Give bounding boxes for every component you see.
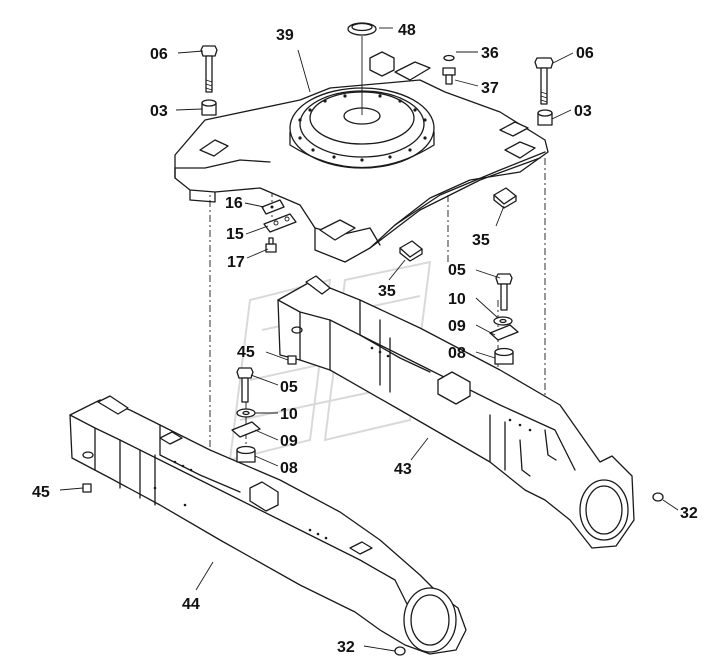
frame-43-holes <box>370 346 532 432</box>
callout-10-left: 10 <box>280 406 298 423</box>
callout-09-left: 09 <box>280 433 298 450</box>
plate-16 <box>261 199 285 215</box>
pin-45-upper <box>287 355 297 365</box>
callout-36: 36 <box>481 45 499 62</box>
plug-32-right <box>652 492 664 502</box>
frame-44-holes <box>153 460 328 540</box>
upper-frame-39 <box>174 51 549 263</box>
callout-43: 43 <box>394 461 412 478</box>
plug-32-lower <box>394 646 406 656</box>
callout-06-left: 06 <box>150 46 168 63</box>
callout-08-right: 08 <box>448 345 466 362</box>
callout-32-lower: 32 <box>337 639 355 656</box>
callout-03-left: 03 <box>150 103 168 120</box>
spacer-08-right <box>494 347 514 365</box>
callout-17: 17 <box>227 254 245 271</box>
callout-06-right: 06 <box>576 45 594 62</box>
plate-15 <box>263 213 297 233</box>
bolt-06-right <box>534 57 554 105</box>
callout-03-right: 03 <box>574 103 592 120</box>
callout-10-right: 10 <box>448 291 466 308</box>
washer-36 <box>443 54 455 62</box>
bolt-06-left <box>200 45 218 93</box>
callout-16: 16 <box>225 195 243 212</box>
callout-45-lower: 45 <box>32 484 50 501</box>
callout-39: 39 <box>276 27 294 44</box>
callout-45-upper: 45 <box>237 344 255 361</box>
callout-labels: 06 03 39 48 36 37 06 03 16 15 17 35 35 0… <box>32 22 698 656</box>
bolt-05-right <box>495 273 513 311</box>
callout-09-right: 09 <box>448 318 466 335</box>
stopper-35-mid <box>399 240 423 262</box>
callout-05-left: 05 <box>280 379 298 396</box>
leader-lines <box>59 27 679 652</box>
callout-35-right: 35 <box>472 232 490 249</box>
seal-cap-48 <box>347 22 377 115</box>
track-frame-44 <box>69 395 467 655</box>
nut-03-left <box>201 99 217 116</box>
washer-10-left <box>236 408 256 418</box>
plate-09-left <box>231 421 261 438</box>
callout-15: 15 <box>226 226 244 243</box>
bolt-37 <box>442 67 456 85</box>
pin-45-lower <box>82 483 92 493</box>
stopper-35-right <box>493 187 517 209</box>
callout-05-right: 05 <box>448 262 466 279</box>
bolt-05-left <box>236 367 254 403</box>
bearing-bolt-holes <box>298 94 427 162</box>
callout-44: 44 <box>182 596 200 613</box>
nut-03-right <box>537 109 553 126</box>
callout-37: 37 <box>481 80 499 97</box>
plate-09-right <box>489 324 519 341</box>
bolt-17 <box>265 237 277 253</box>
track-frame-43 <box>277 275 635 549</box>
callout-35-mid: 35 <box>378 283 396 300</box>
callout-48: 48 <box>398 22 416 39</box>
callout-32-right: 32 <box>680 505 698 522</box>
callout-08-left: 08 <box>280 460 298 477</box>
spacer-08-left <box>236 445 256 463</box>
washer-10-right <box>493 316 513 326</box>
